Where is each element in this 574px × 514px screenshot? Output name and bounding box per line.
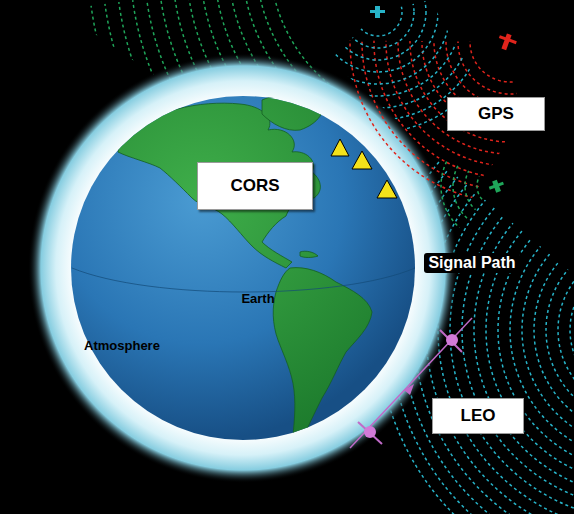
box-label: CORS xyxy=(230,176,279,196)
signal-label: Signal Path xyxy=(424,253,519,273)
atmosphere-label: Atmosphere xyxy=(84,338,160,353)
box-label: GPS xyxy=(478,104,514,124)
gps-satellite xyxy=(489,180,504,193)
label-box: GPS xyxy=(447,97,545,131)
cors-station xyxy=(331,139,397,198)
earth-label: Earth xyxy=(241,291,274,306)
gps-satellite xyxy=(370,6,385,18)
label-box: LEO xyxy=(432,398,524,434)
box-label: LEO xyxy=(461,406,496,426)
label-box: CORS xyxy=(197,162,313,210)
gps-satellite xyxy=(499,33,517,50)
